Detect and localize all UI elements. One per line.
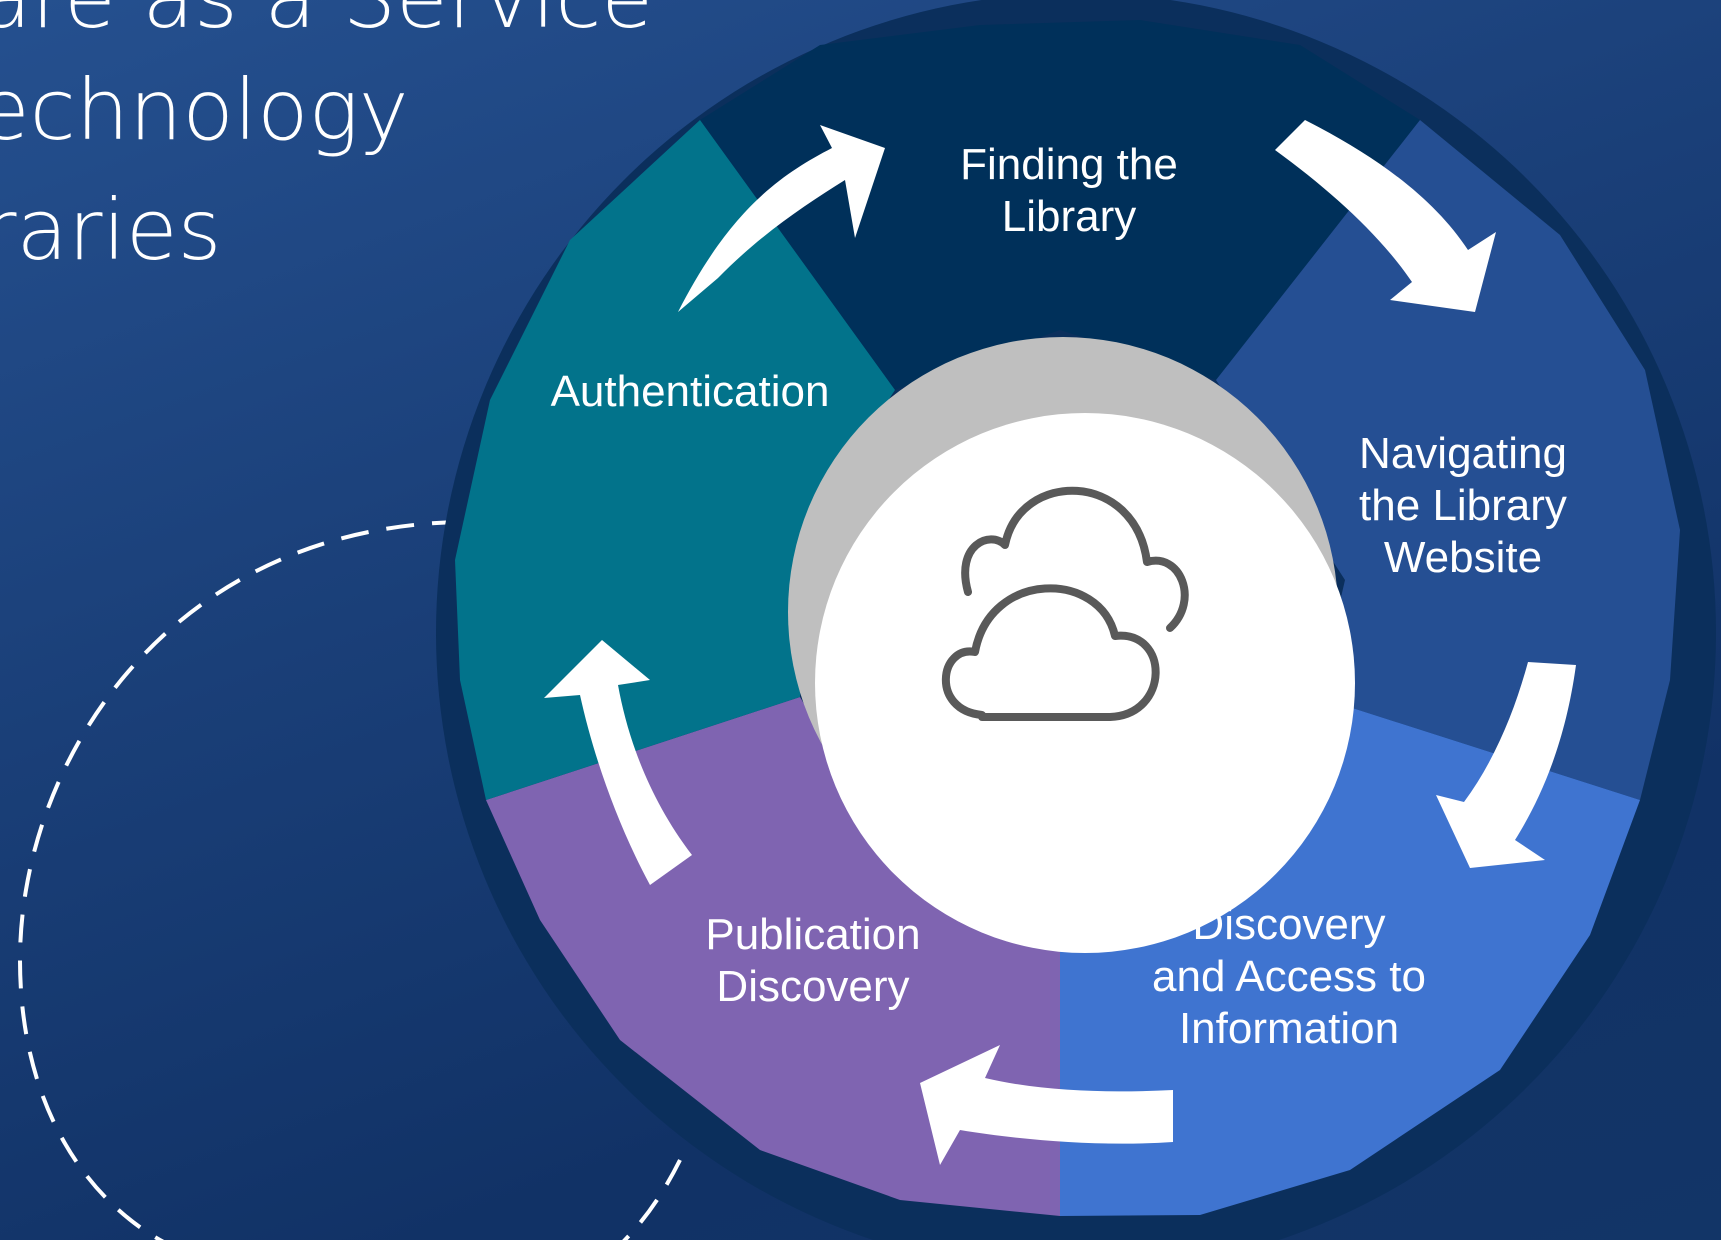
arrow-to-navigating bbox=[1275, 120, 1496, 312]
cloud-icon bbox=[941, 486, 1189, 721]
arrow-to-finding bbox=[678, 125, 885, 312]
title-line-3: raries bbox=[0, 181, 222, 279]
segment-label-authentication: Authentication bbox=[550, 367, 830, 417]
arrow-to-authentication bbox=[544, 640, 692, 885]
segment-label-finding-the-library: Finding the Library bbox=[960, 140, 1178, 241]
title-line-2: echnology bbox=[0, 61, 409, 159]
segment-authentication bbox=[455, 120, 895, 800]
title-line-1: are as a Service bbox=[0, 0, 653, 40]
segment-label-publication-discovery: Publication Discovery bbox=[705, 910, 921, 1011]
segment-label-navigating-the-library-website: Navigating the Library Website bbox=[1359, 429, 1567, 582]
segment-label-discovery-and-access: Discovery and Access to Information bbox=[1152, 900, 1426, 1053]
segment-finding-the-library bbox=[700, 20, 1420, 390]
dashed-circle-decoration bbox=[17, 520, 682, 1240]
segment-navigating-website bbox=[1216, 120, 1680, 800]
hub bbox=[815, 413, 1355, 953]
arrow-to-publication bbox=[920, 1045, 1173, 1165]
arrow-to-discovery bbox=[1436, 662, 1576, 868]
slide-title: are as a Service echnology raries bbox=[0, 0, 800, 300]
